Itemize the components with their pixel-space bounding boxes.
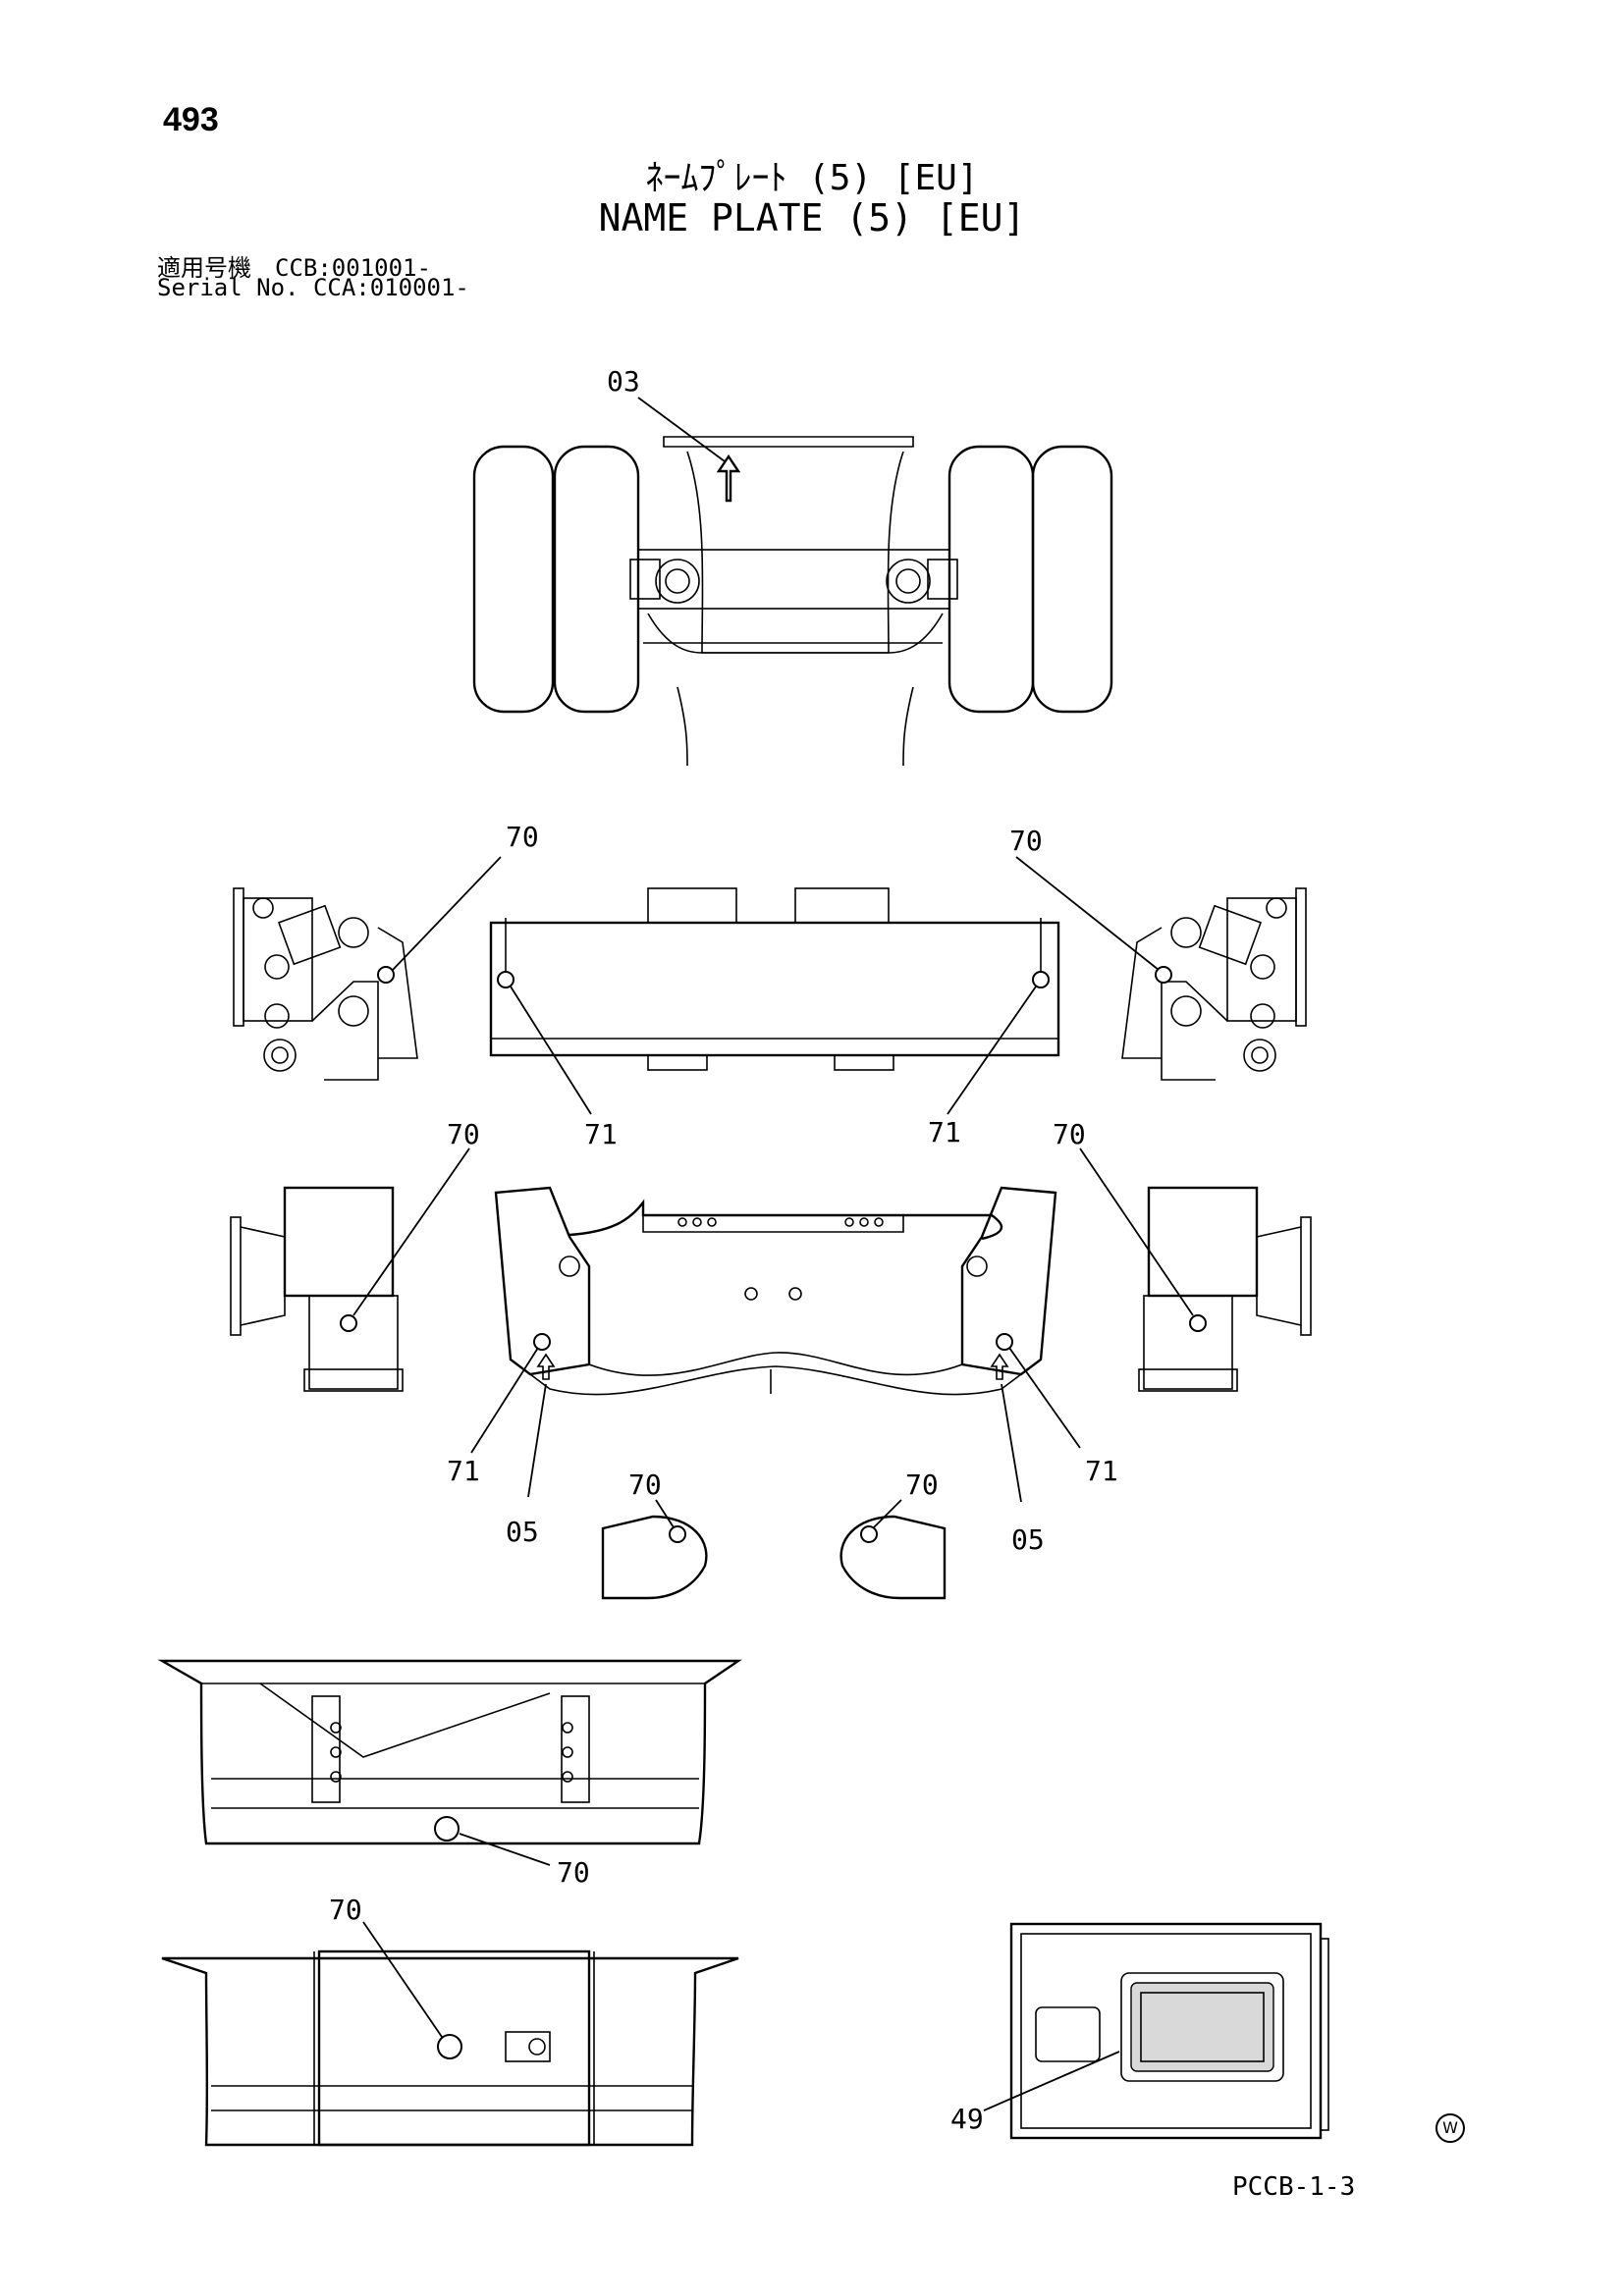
counterweight-rear-view	[161, 1949, 739, 2147]
applicable-serial-jp: 適用号機 CCB:001001-	[157, 254, 431, 282]
callout-05-b: 05	[1011, 1523, 1045, 1556]
callout-71-d: 71	[1085, 1455, 1118, 1487]
counterweight-upper-view	[157, 1659, 742, 1845]
leader-70-a	[392, 856, 502, 971]
w-mark-icon: W	[1435, 2113, 1465, 2143]
callout-70-e: 70	[628, 1468, 662, 1501]
leader-70-e	[655, 1499, 675, 1528]
callout-70-d: 70	[1053, 1118, 1086, 1150]
leader-70-d	[1079, 1148, 1194, 1316]
callout-70-h: 70	[329, 1894, 362, 1926]
drawing-code: PCCB-1-3	[1232, 2172, 1356, 2202]
leader-03	[637, 397, 726, 462]
leader-49	[983, 2051, 1120, 2111]
callout-70-a: 70	[506, 821, 539, 853]
axle-wheel-assembly	[472, 436, 1113, 767]
small-plate-assembly	[601, 1515, 947, 1600]
callout-70-f: 70	[905, 1468, 939, 1501]
title-english: NAME PLATE (5) [EU]	[598, 196, 1026, 240]
callout-70-g: 70	[557, 1856, 590, 1889]
callout-70-c: 70	[447, 1118, 480, 1150]
callout-05-a: 05	[506, 1516, 539, 1548]
leader-71-c	[470, 1347, 539, 1454]
title-japanese: ﾈｰﾑﾌﾟﾚｰﾄ (5) [EU]	[645, 158, 979, 198]
callout-70-b: 70	[1009, 825, 1043, 857]
leader-70-g	[459, 1833, 551, 1866]
leader-71-a	[510, 986, 592, 1115]
leader-05-b	[1001, 1383, 1022, 1503]
leader-05-a	[527, 1383, 547, 1498]
monitor-panel	[1009, 1922, 1329, 2140]
leader-70-f	[873, 1499, 902, 1528]
callout-71-c: 71	[447, 1455, 480, 1487]
leader-70-h	[362, 1921, 443, 2038]
callout-71-b: 71	[928, 1116, 961, 1148]
leader-70-b	[1015, 856, 1160, 971]
leader-70-c	[352, 1148, 470, 1316]
leader-71-b	[947, 986, 1037, 1115]
leader-71-d	[1008, 1347, 1081, 1449]
callout-49: 49	[950, 2103, 984, 2135]
callout-71-a: 71	[584, 1118, 618, 1150]
frame-bracket-assembly	[230, 1186, 1312, 1396]
applicable-serial-en: Serial No. CCA:010001-	[157, 274, 469, 301]
callout-03: 03	[607, 365, 640, 398]
page-number: 493	[163, 101, 219, 138]
blade-link-assembly	[233, 887, 1307, 1081]
